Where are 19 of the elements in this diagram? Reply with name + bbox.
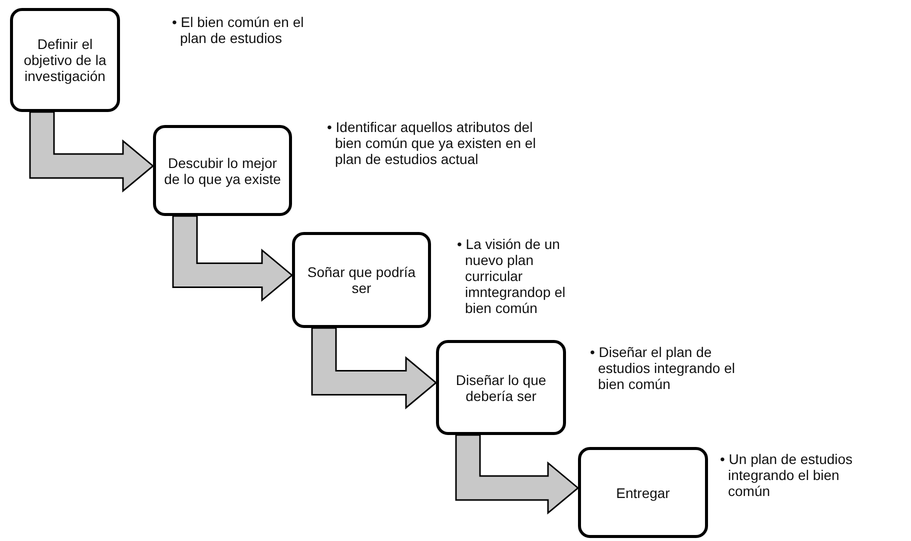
step-label: Definir el objetivo de la investigación [22, 36, 108, 84]
rounded-step-box [436, 340, 566, 435]
rounded-step-box [578, 447, 708, 538]
rounded-step-box [153, 125, 292, 216]
bent-arrow [29, 111, 154, 193]
rounded-step-box [292, 232, 431, 328]
rounded-step-box [10, 8, 120, 112]
bent-arrow [172, 215, 294, 302]
bent-arrow [311, 327, 438, 410]
step-label: Diseñar lo que debería ser [454, 372, 548, 404]
step-label: Soñar que podría ser [306, 264, 417, 296]
step-label: Descubir lo mejor de lo que ya existe [163, 154, 282, 186]
step-label: Entregar [616, 484, 670, 500]
bullet-note: • El bien común en el plan de estudios [172, 14, 305, 46]
bullet-note: • Diseñar el plan de estudios integrando el bien común [590, 344, 736, 392]
bullet-note: • La visión de un nuevo plan curricular imntegrandop el bien común [457, 236, 566, 316]
bent-arrow [455, 434, 580, 515]
bullet-note: • Un plan de estudios integrando el bien común [720, 451, 854, 499]
bullet-note: • Identificar aquellos atributos del bien común que ya existen en el plan de estudios actual [327, 119, 537, 167]
